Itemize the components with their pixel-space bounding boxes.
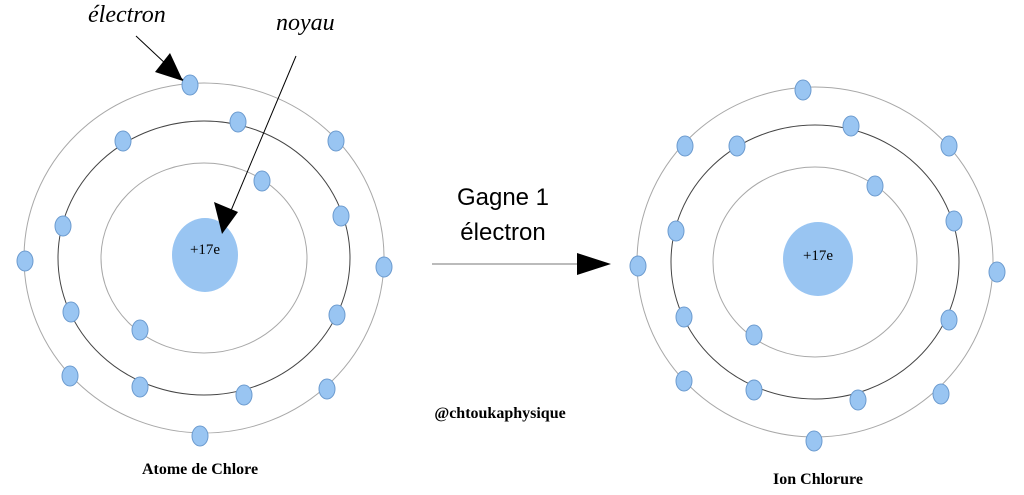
ion-electron-l: [940, 309, 958, 331]
ion-electron-k: [866, 175, 884, 197]
ion-electron-m: [805, 430, 823, 452]
reaction-arrowhead: [577, 253, 611, 275]
ion-electron-m: [940, 135, 958, 157]
ion-electron-m: [794, 79, 812, 101]
ion-electron-k: [745, 324, 763, 346]
electron-label: électron: [88, 2, 166, 28]
reaction-label-line2: électron: [460, 219, 545, 246]
atom-nucleus-charge: +17e: [190, 242, 220, 258]
atom-electron-m: [318, 378, 336, 400]
atom-electron-k: [131, 319, 149, 341]
atom-electron-l: [54, 215, 72, 237]
atom-electron-m: [375, 256, 393, 278]
ion-electron-l: [728, 135, 746, 157]
watermark: @chtoukaphysique: [434, 405, 565, 422]
ion-electron-m: [988, 261, 1006, 283]
ion-electron-m: [676, 135, 694, 157]
ion-electron-l: [849, 389, 867, 411]
ion-electron-l: [945, 210, 963, 232]
ion-nucleus: [783, 222, 853, 296]
atom-nucleus: [172, 218, 238, 292]
atom-electron-m: [16, 250, 34, 272]
ion-electron-m: [932, 383, 950, 405]
atom-electron-l: [332, 205, 350, 227]
atom-caption: Atome de Chlore: [142, 461, 258, 478]
atom-electron-l: [62, 301, 80, 323]
noyau-arrowhead: [214, 202, 238, 234]
ion-electron-l: [745, 379, 763, 401]
ion-nucleus-charge: +17e: [803, 248, 833, 264]
atom-electron-l: [328, 304, 346, 326]
atom-electron-m: [181, 74, 199, 96]
chloride-ion: +17e: [629, 79, 1006, 452]
atom-electron-l: [229, 111, 247, 133]
ion-electron-l: [675, 306, 693, 328]
atom-shell-l: [57, 120, 351, 396]
ion-electron-m: [629, 255, 647, 277]
chlorine-atom: +17e: [16, 74, 393, 447]
atom-shell-k: [100, 162, 308, 354]
electron-arrowhead: [155, 53, 183, 81]
atom-electron-m: [61, 365, 79, 387]
ion-electron-m: [675, 370, 693, 392]
reaction-label-line1: Gagne 1: [457, 184, 549, 211]
atom-electron-l: [114, 130, 132, 152]
atom-electron-l: [235, 384, 253, 406]
ion-shell-l: [670, 124, 960, 400]
ion-shell-k: [712, 166, 918, 358]
atom-electron-m: [327, 130, 345, 152]
ion-caption: Ion Chlorure: [773, 471, 863, 488]
noyau-label: noyau: [276, 10, 335, 36]
noyau-pointer-line: [221, 55, 297, 233]
ion-electron-l: [667, 220, 685, 242]
atom-electron-k: [253, 170, 271, 192]
ion-electron-l: [842, 115, 860, 137]
atom-electron-m: [191, 425, 209, 447]
atom-electron-l: [131, 376, 149, 398]
